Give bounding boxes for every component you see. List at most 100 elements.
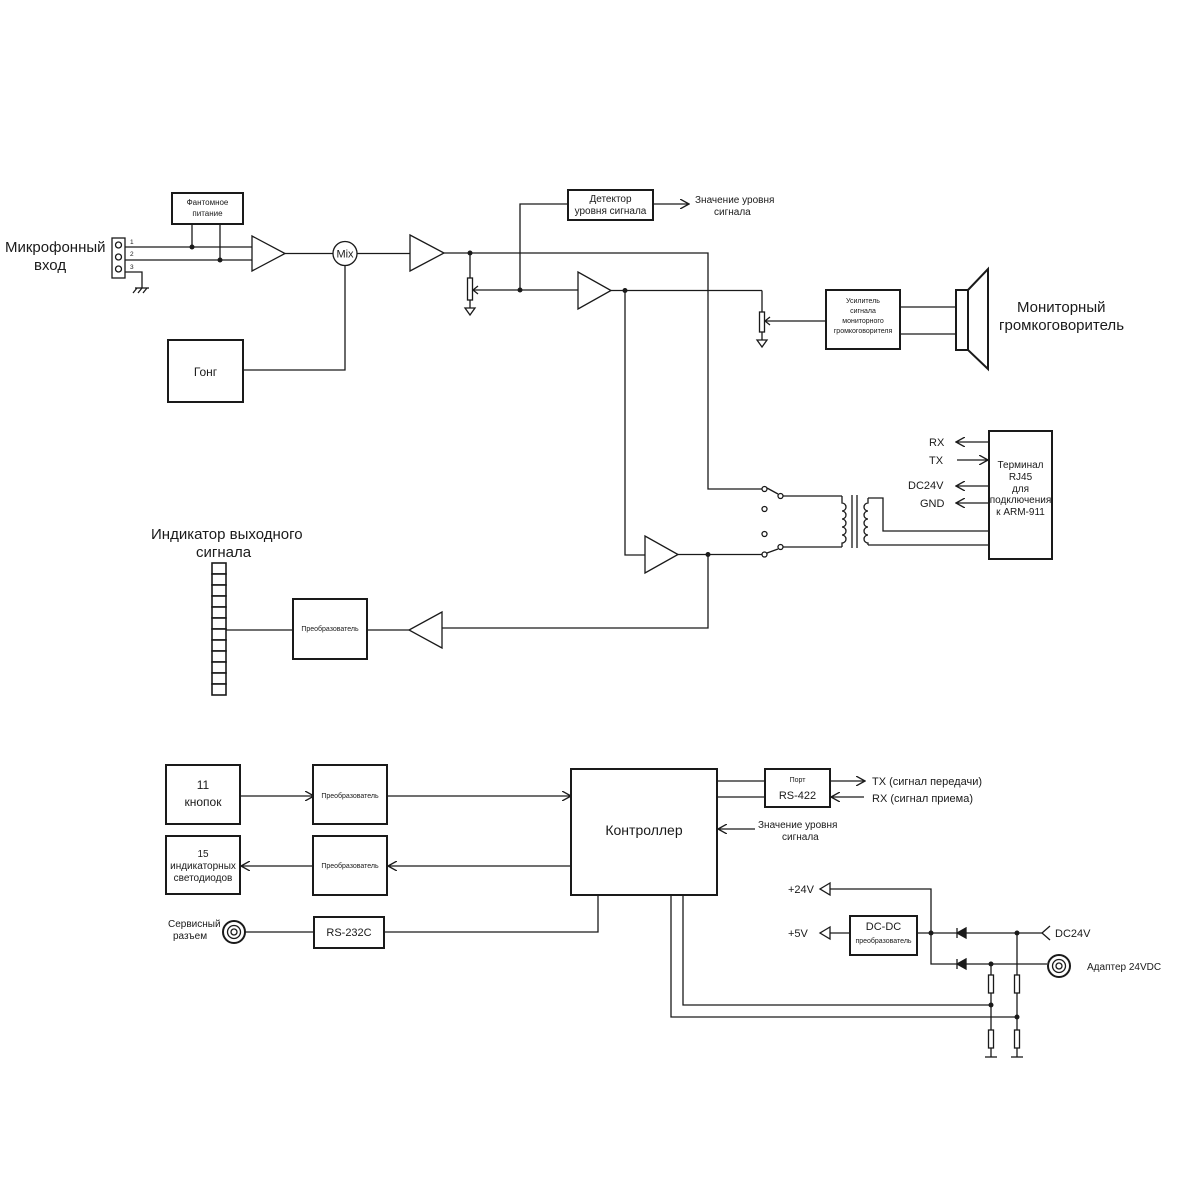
mic-preamp-icon (251, 234, 287, 273)
controller-level-label: Значение уровня (758, 820, 837, 831)
adapter-jack-icon (1047, 954, 1071, 978)
led-segment (211, 595, 227, 608)
leds-converter-label: Преобразователь (321, 862, 379, 870)
dc24v-terminal-icon (1041, 925, 1051, 941)
mix-label: Mix (336, 249, 354, 261)
service-port-label: Сервисный (168, 919, 221, 930)
dc24v-label: DC24V (908, 480, 944, 492)
leds-label-3: светодиодов (174, 873, 233, 884)
led-segment (211, 562, 227, 575)
rs422-port-label: Порт (790, 777, 807, 784)
volume-pot-icon (463, 253, 580, 317)
indicator-converter-label: Преобразователь (301, 625, 359, 633)
v5-label: +5V (788, 928, 809, 940)
junction-dot (1014, 1014, 1020, 1020)
tx-label: TX (929, 455, 944, 467)
dc24v-power-label: DC24V (1055, 928, 1091, 940)
led-segment (211, 683, 227, 696)
resistor-icon (1013, 974, 1021, 994)
leds-label-2: индикаторных (170, 861, 236, 872)
power-section: +24V +5V DC-DC преобразователь DC24V Ада… (788, 881, 1161, 1058)
main-signal-path: Детектор уровня сигнала Значение уровня … (444, 189, 1124, 556)
pin-1-label: 1 (130, 239, 134, 246)
leds-label: 15 (197, 849, 209, 860)
monitor-preamp-icon (577, 270, 613, 311)
buttons-label: 11 (197, 778, 210, 792)
rs422-port-label-2: RS-422 (779, 790, 816, 802)
led-segment (211, 628, 227, 641)
indicator-converter-box (292, 598, 368, 660)
speaker-label-2: громкоговоритель (999, 317, 1124, 334)
resistor-icon (987, 1029, 995, 1049)
mic-input-section: Микрофонный вход 1 2 3 Фантомное питание (5, 192, 446, 403)
v24-terminal-icon (818, 881, 831, 897)
terminal-label: Терминал (997, 460, 1043, 471)
diode-icon (955, 926, 967, 971)
terminal-label-4: подключения (990, 495, 1052, 506)
leds-box (165, 835, 241, 895)
relay-switch-icon (761, 485, 784, 558)
leds-converter-box (312, 835, 388, 896)
monitor-amp-label-4: громкоговорителя (834, 328, 893, 335)
indicator-section: Индикатор выходного сигнала Преобразоват… (151, 526, 443, 696)
output-amp-icon (644, 534, 680, 575)
level-detector-label-2: уровня сигнала (575, 206, 647, 217)
mic-input-label: Микрофонный (5, 239, 106, 256)
dcdc-label-2: преобразователь (855, 937, 911, 945)
controller-level-label-2: сигнала (782, 832, 819, 843)
rs422-port-box (764, 768, 831, 808)
monitor-volume-pot-icon (755, 290, 826, 349)
v5-terminal-icon (818, 925, 831, 941)
phantom-power-label: Фантомное (187, 198, 229, 207)
v24-label: +24V (788, 884, 815, 896)
output-section: Терминал RJ45 для подключения к ARM-911 … (442, 430, 1053, 629)
gnd-label: GND (920, 498, 945, 510)
led-segment (211, 573, 227, 586)
adapter-label: Адаптер 24VDC (1087, 962, 1161, 973)
led-segment (211, 617, 227, 630)
gong-label: Гонг (194, 365, 218, 379)
controller-box (570, 768, 718, 896)
indicator-title-2: сигнала (196, 544, 252, 561)
rs232-label: RS-232C (326, 927, 371, 939)
service-jack-icon (222, 920, 246, 944)
led-segment (211, 650, 227, 663)
rx-signal-label: RX (сигнал приема) (872, 793, 973, 805)
ground-icon (132, 287, 149, 294)
line-amp-icon (409, 233, 446, 273)
buttons-box (165, 764, 241, 825)
led-segment (211, 672, 227, 685)
monitor-amp-label-3: мониторного (842, 318, 884, 325)
buttons-label-2: кнопок (185, 795, 223, 809)
level-detector-box (567, 189, 654, 221)
xlr-connector-icon (111, 237, 126, 279)
terminal-label-3: для (1012, 484, 1029, 495)
rs232-box (313, 916, 385, 949)
led-segment (211, 639, 227, 652)
terminal-rj45-box (988, 430, 1053, 560)
controller-label: Контроллер (605, 822, 682, 838)
indicator-title: Индикатор выходного (151, 526, 303, 543)
monitor-amp-box (825, 289, 901, 350)
rx-label: RX (929, 437, 945, 449)
buttons-converter-box (312, 764, 388, 825)
level-detector-label: Детектор (589, 194, 632, 205)
led-bar-icon (211, 562, 227, 696)
dcdc-converter-box (849, 915, 918, 956)
indicator-amp-icon (407, 610, 443, 650)
speaker-label: Мониторный (1017, 299, 1106, 316)
service-port-label-2: разъем (173, 931, 207, 942)
led-segment (211, 606, 227, 619)
tx-signal-label: TX (сигнал передачи) (872, 776, 982, 788)
resistor-icon (987, 974, 995, 994)
pin-2-label: 2 (130, 251, 134, 258)
phantom-power-label-2: питание (192, 209, 223, 218)
level-value-label: Значение уровня (695, 195, 774, 206)
buttons-converter-label: Преобразователь (321, 792, 379, 800)
dcdc-label: DC-DC (866, 921, 901, 933)
controller-section: Контроллер 11 кнопок Преобразователь 15 … (165, 764, 1017, 1018)
junction-dot (988, 1002, 994, 1008)
phantom-power-box (171, 192, 244, 225)
terminal-label-5: к ARM-911 (996, 507, 1045, 518)
